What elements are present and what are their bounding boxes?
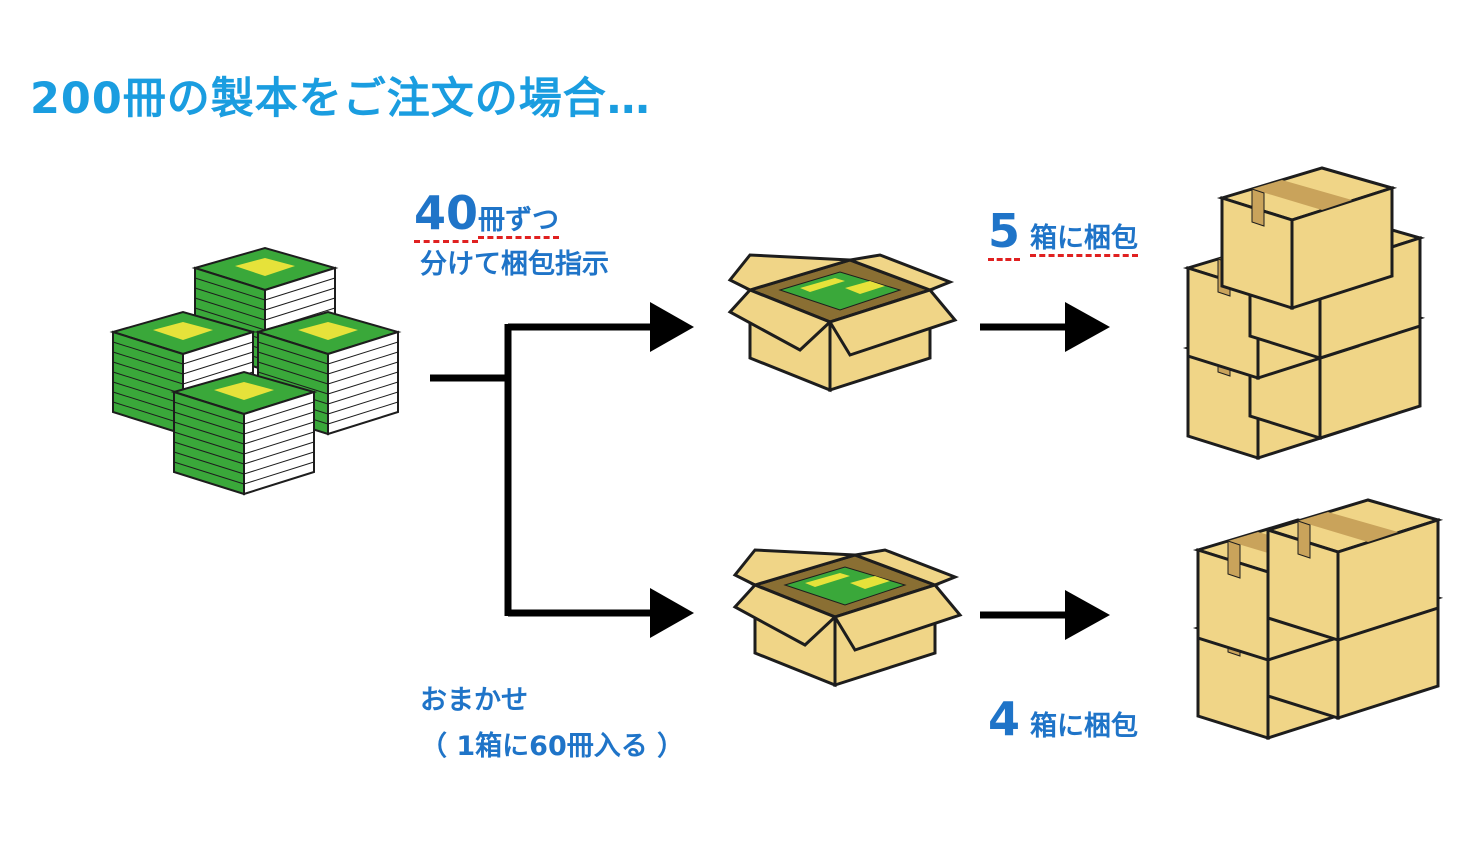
book-pile-icon <box>112 247 399 495</box>
upper-result-arrow-icon <box>980 302 1110 352</box>
upper-count-suffix: 冊ずつ <box>478 205 560 239</box>
upper-result-label: 5 箱に梱包 <box>988 204 1139 261</box>
branch-connector <box>430 323 660 617</box>
lower-note: （ 1箱に60冊入る ） <box>420 731 685 762</box>
lower-label: おまかせ <box>420 685 528 716</box>
upper-result-suffix: 箱に梱包 <box>1030 223 1139 257</box>
upper-result-number: 5 <box>988 204 1021 261</box>
upper-arrow-head-icon <box>650 302 694 352</box>
five-cartons-icon <box>1186 166 1422 460</box>
page-title: 200冊の製本をご注文の場合… <box>30 74 651 124</box>
lower-open-box-icon <box>733 548 962 687</box>
upper-count-label: 40冊ずつ <box>414 186 560 243</box>
lower-arrow-head-icon <box>650 588 694 638</box>
four-cartons-icon <box>1196 498 1440 740</box>
upper-instruction: 分けて梱包指示 <box>420 249 609 280</box>
lower-result-arrow-icon <box>980 590 1110 640</box>
upper-count: 40 <box>414 186 479 243</box>
lower-result-number: 4 <box>988 692 1021 746</box>
upper-open-box-icon <box>728 253 957 392</box>
lower-result-suffix: 箱に梱包 <box>1030 711 1139 742</box>
